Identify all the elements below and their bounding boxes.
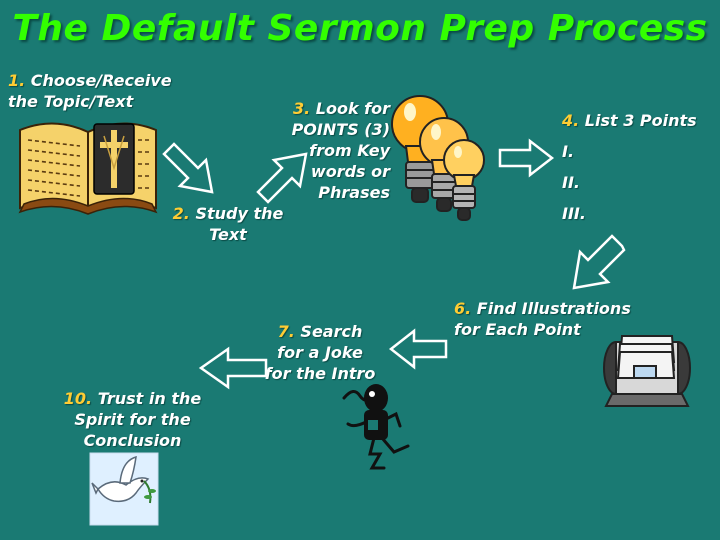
step-7-line-2: for a Joke — [277, 343, 363, 362]
step-7-line-3: for the Intro — [264, 364, 376, 383]
step-4-point-2: II. — [562, 173, 580, 192]
step-3-line-1: Look for — [315, 99, 390, 118]
arrow-2-to-3 — [256, 152, 308, 204]
step-4-number: 4. — [562, 111, 580, 130]
dove-icon — [89, 452, 159, 526]
step-3-line-2: POINTS (3) — [291, 120, 390, 139]
step-2: 2. Study the Text — [168, 203, 288, 245]
step-7-line-1: Search — [300, 322, 363, 341]
step-10-line-2: Spirit for the — [74, 410, 191, 429]
arrow-6-to-7 — [388, 328, 448, 370]
step-2-line-2: Text — [209, 225, 247, 244]
step-6-line-1: Find Illustrations — [476, 299, 631, 318]
step-3: 3. Look for POINTS (3) from Key words or… — [262, 98, 390, 203]
rolodex-icon — [603, 335, 691, 407]
step-7: 7. Search for a Joke for the Intro — [256, 321, 384, 384]
arrow-4-to-6 — [572, 234, 626, 290]
step-7-number: 7. — [277, 322, 295, 341]
page-title: The Default Sermon Prep Process — [12, 8, 708, 49]
step-4-point-1: I. — [562, 142, 575, 161]
lightbulbs-icon — [391, 95, 485, 221]
step-10: 10. Trust in the Spirit for the Conclusi… — [50, 388, 215, 451]
step-6-line-2: for Each Point — [454, 320, 581, 339]
step-1-number: 1. — [8, 71, 26, 90]
step-10-line-1: Trust in the — [97, 389, 202, 408]
step-10-number: 10. — [63, 389, 93, 408]
step-6: 6. Find Illustrations for Each Point — [454, 298, 631, 340]
arrow-1-to-2 — [162, 142, 214, 194]
step-3-number: 3. — [292, 99, 311, 118]
step-1-line-2: the Topic/Text — [8, 92, 134, 111]
step-1: 1. Choose/Receive the Topic/Text — [8, 70, 172, 112]
step-4: 4. List 3 Points I. II. III. — [562, 105, 697, 229]
bible-icon — [18, 122, 158, 215]
step-3-line-3: from Key — [309, 141, 390, 160]
step-2-line-1: Study the — [195, 204, 284, 223]
step-3-line-4: words or — [310, 162, 390, 181]
step-2-number: 2. — [172, 204, 190, 223]
arrow-3-to-4 — [498, 138, 555, 178]
step-4-point-3: III. — [562, 204, 586, 223]
step-3-line-5: Phrases — [318, 183, 390, 202]
step-1-line-1: Choose/Receive — [30, 71, 172, 90]
step-6-number: 6. — [454, 299, 472, 318]
arrow-7-to-10 — [198, 346, 268, 390]
step-4-line-1: List 3 Points — [584, 111, 697, 130]
step-10-line-3: Conclusion — [83, 431, 182, 450]
stick-figure-icon — [342, 384, 410, 470]
